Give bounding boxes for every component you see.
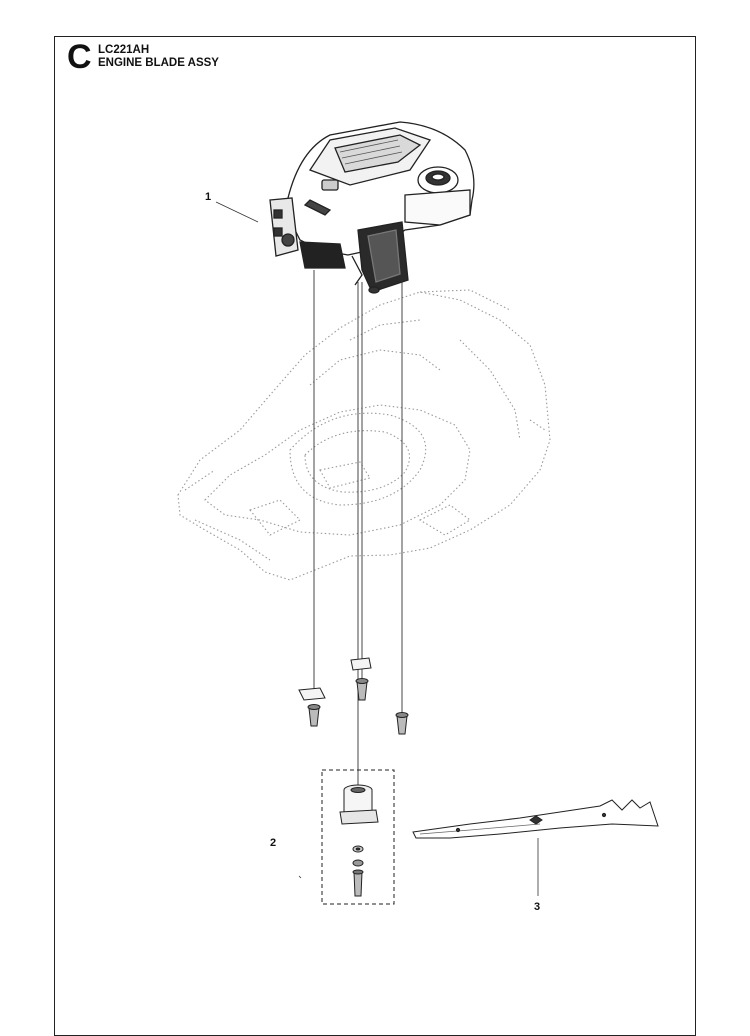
blade-illustration [412,799,659,839]
engine-illustration [269,121,475,294]
callout-3: 3 [534,901,541,913]
bolt-right [395,712,409,735]
kit-boundary-box [321,769,395,905]
section-letter: C [67,38,92,76]
callout-1: 1 [205,191,212,203]
mower-deck-outline [177,289,551,581]
bolt-center [350,657,372,701]
callout-2: 2 [270,837,277,849]
assembly-guide-lines [313,270,403,790]
model-code: LC221AH [98,44,150,56]
title-block: LC221AH ENGINE BLADE ASSY [98,44,219,70]
callout-leaders [215,201,539,896]
blade-adapter-illustration [339,784,379,897]
bolt-left [298,687,326,727]
assembly-title: ENGINE BLADE ASSY [98,57,219,69]
